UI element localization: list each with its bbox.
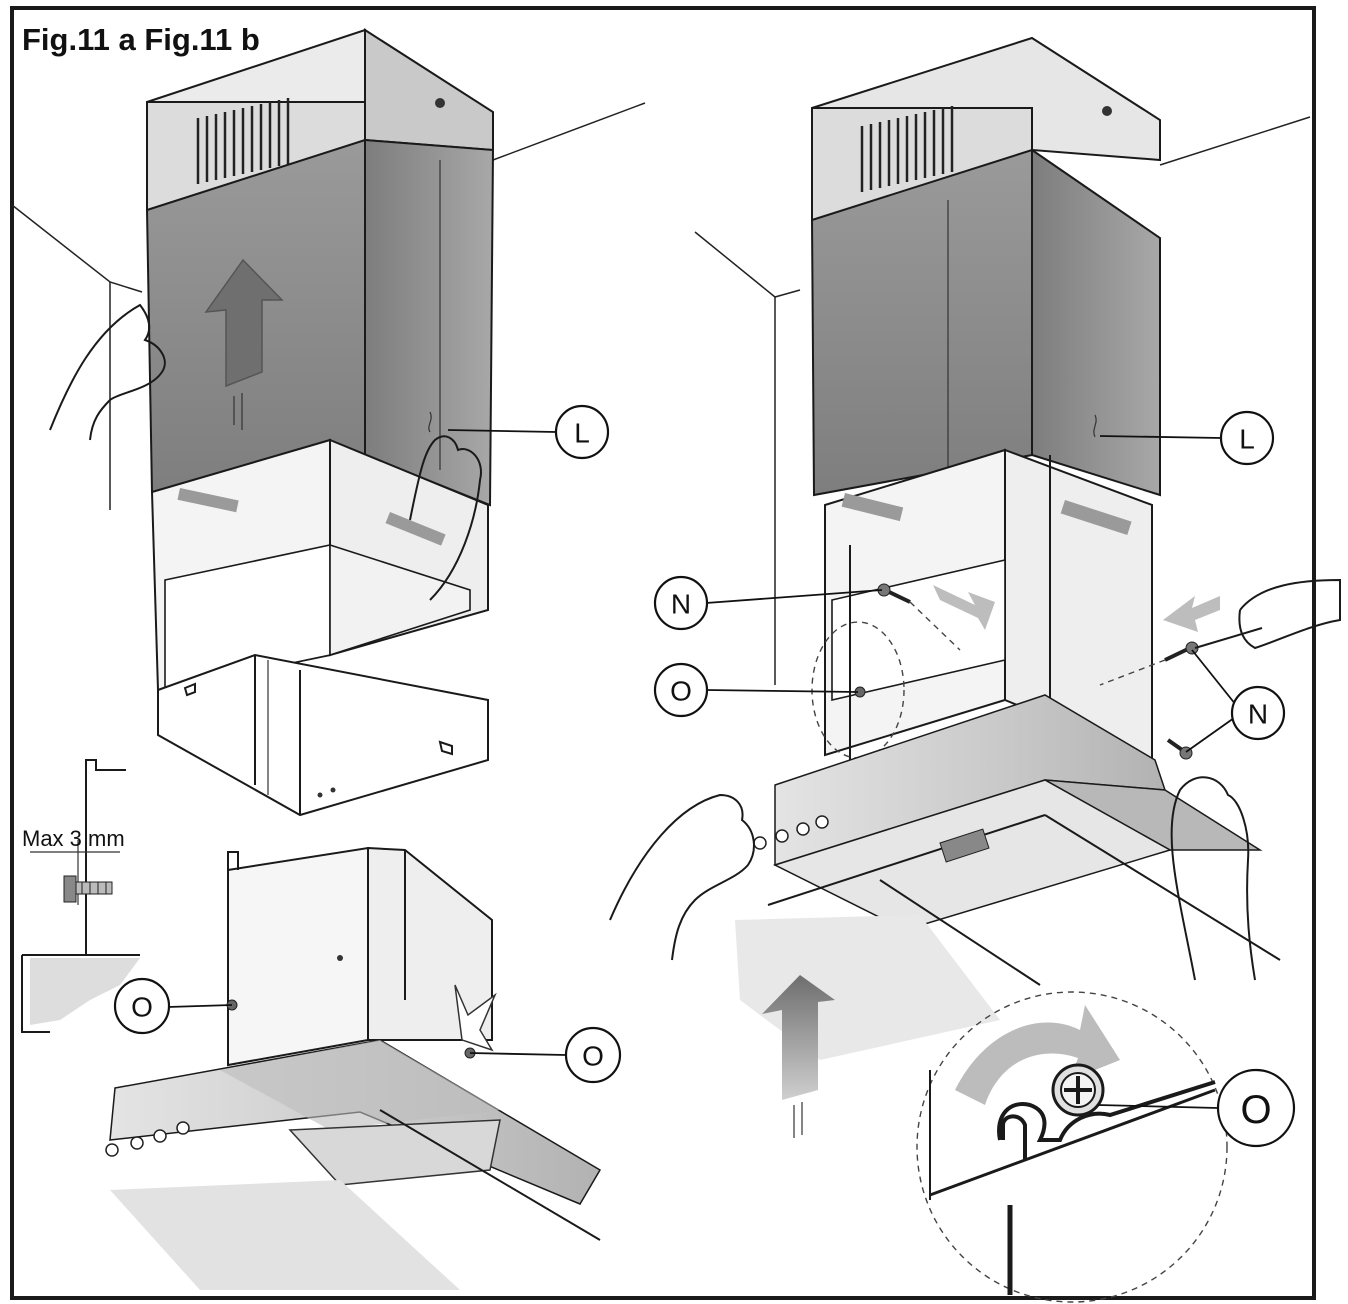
callout-O-fig11a-right: O: [469, 1026, 622, 1084]
svg-text:L: L: [1239, 424, 1255, 455]
callout-L-fig11a: L: [447, 404, 610, 460]
svg-text:O: O: [1240, 1088, 1271, 1132]
right-hand-icon: [1170, 776, 1256, 981]
fig-11a-chimney-assembly: [11, 28, 646, 817]
screwdriver-icon: [1194, 627, 1263, 649]
svg-text:N: N: [671, 589, 691, 620]
screw-icon: [877, 583, 911, 604]
svg-text:O: O: [131, 992, 153, 1023]
left-hand-icon: [49, 303, 166, 441]
keyhole-detail-zoom: [916, 991, 1228, 1303]
callout-N-fig11b-right: N: [1185, 649, 1286, 753]
screw-icon: [63, 875, 113, 903]
control-switch-icon: [939, 828, 990, 863]
push-left-arrow-icon: [1163, 596, 1220, 632]
max-3mm-detail: Max 3 mm: [21, 759, 140, 1033]
callout-L-fig11b: L: [1099, 410, 1275, 466]
fig-11a-hood-mounting: [105, 846, 602, 1290]
max-3mm-label: Max 3 mm: [22, 826, 125, 851]
figure-frame: [10, 6, 1316, 1300]
callout-N-fig11b-left: N: [653, 575, 883, 631]
left-hand-icon: [609, 793, 755, 961]
svg-text:L: L: [574, 418, 590, 449]
vent-slots-icon: [196, 98, 290, 184]
fig-11b-chimney-assembly: [609, 36, 1341, 1303]
flash-icon: [454, 984, 497, 1052]
right-hand-icon: [409, 435, 482, 601]
push-right-arrow-icon: [933, 585, 995, 630]
callout-O-fig11a-left: O: [113, 977, 233, 1035]
callout-O-fig11b-detail: O: [1097, 1068, 1296, 1148]
svg-text:O: O: [670, 676, 692, 707]
vent-slots-icon: [860, 106, 954, 192]
callout-O-fig11b-left: O: [653, 662, 859, 718]
svg-text:N: N: [1248, 699, 1268, 730]
hand-with-screwdriver-icon: [1238, 578, 1341, 650]
rotate-arrow-icon: [955, 1005, 1120, 1105]
figure-title: Fig.11 a Fig.11 b: [22, 22, 260, 57]
svg-text:O: O: [582, 1041, 604, 1072]
lift-up-arrow-icon: [762, 975, 835, 1100]
slide-up-arrow-icon: [204, 258, 284, 388]
screw-head-icon: [1051, 1063, 1105, 1117]
